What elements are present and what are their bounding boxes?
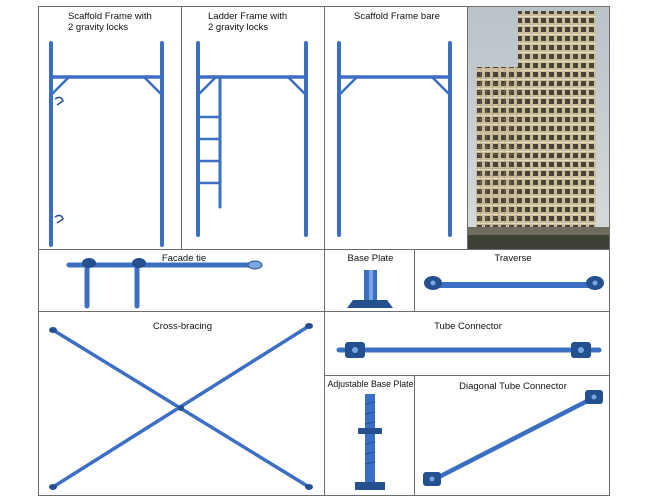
scaffold-frame-bare-drawing <box>337 41 452 237</box>
diagonal-tube-connector-drawing <box>423 390 603 486</box>
caption-tube-connector: Tube Connector <box>434 321 502 332</box>
cell-scaffold-frame-bare: Scaffold Frame bare <box>324 6 468 250</box>
product-sheet: Scaffold Frame with 2 gravity locks Ladd… <box>38 6 610 496</box>
cell-base-plate: Base Plate <box>324 249 415 312</box>
base-plate-drawing <box>347 270 393 308</box>
cell-tube-connector: Tube Connector <box>324 311 610 376</box>
cell-scaffold-frame-locks: Scaffold Frame with 2 gravity locks <box>38 6 182 250</box>
caption-base-plate: Base Plate <box>347 253 394 264</box>
caption-diagonal-tube-connector: Diagonal Tube Connector <box>459 381 567 392</box>
traverse-drawing <box>424 276 604 290</box>
gravity-lock-upper-icon <box>54 96 64 106</box>
caption-adjustable-base-plate: Adjustable Base Plate <box>327 379 414 389</box>
building-photo-illustration <box>468 7 609 249</box>
cell-diagonal-tube-connector: Diagonal Tube Connector <box>414 375 610 496</box>
facade-tie-drawing <box>66 258 263 309</box>
caption-ladder-frame: Ladder Frame with 2 gravity locks <box>208 11 288 33</box>
cell-building-photo <box>467 6 610 250</box>
ladder-frame-drawing <box>196 41 308 237</box>
gravity-lock-lower-icon <box>54 214 64 224</box>
cell-traverse: Traverse <box>414 249 610 312</box>
tube-connector-drawing <box>336 342 602 358</box>
caption-scaffold-frame-bare: Scaffold Frame bare <box>354 11 440 22</box>
caption-scaffold-frame-locks: Scaffold Frame with 2 gravity locks <box>68 11 152 33</box>
adjustable-base-plate-drawing <box>355 394 385 490</box>
caption-traverse: Traverse <box>494 253 532 264</box>
cell-cross-bracing: Cross-bracing <box>38 311 325 496</box>
caption-cross-bracing: Cross-bracing <box>152 321 213 332</box>
cell-ladder-frame: Ladder Frame with 2 gravity locks <box>181 6 325 250</box>
cell-adjustable-base-plate: Adjustable Base Plate <box>324 375 415 496</box>
scaffold-frame-locks-drawing <box>49 41 164 247</box>
caption-facade-tie: Facade tie <box>161 253 207 264</box>
cross-bracing-drawing <box>49 323 313 490</box>
cell-facade-tie: Facade tie <box>38 249 325 312</box>
